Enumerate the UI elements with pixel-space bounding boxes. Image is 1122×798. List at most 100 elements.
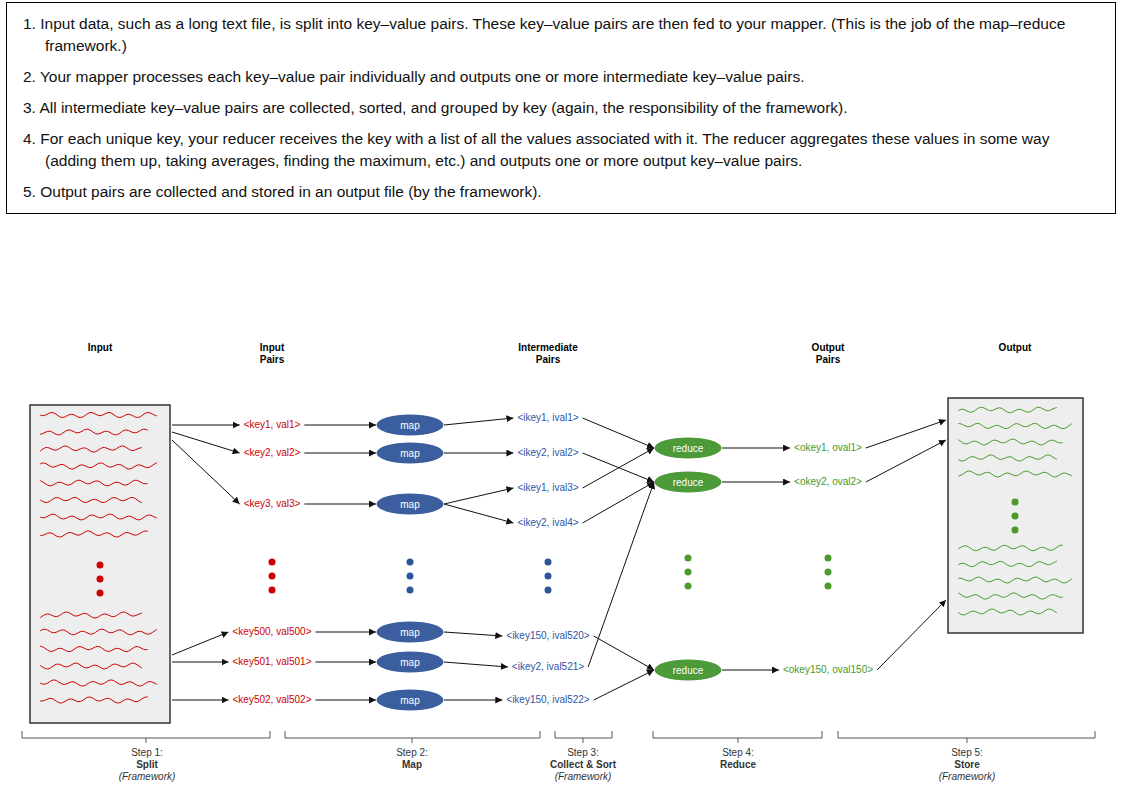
text-line <box>958 423 1072 428</box>
key-value-pair: <ikey2, ival4> <box>516 517 579 529</box>
ellipsis-dots <box>407 559 552 594</box>
dot <box>825 583 832 590</box>
ellipse-shape <box>655 472 722 493</box>
shape-label: reduce <box>673 477 704 488</box>
text-line <box>40 697 148 703</box>
column-header: Input <box>87 342 113 354</box>
reduce-ellipse: reduce <box>654 471 722 493</box>
bracket <box>285 731 540 743</box>
shape-label: map <box>400 499 419 510</box>
column-header: Intermediate Pairs <box>511 342 585 366</box>
flow-arrow <box>444 418 513 425</box>
text-line <box>40 629 157 635</box>
column-header: Output Pairs <box>804 342 852 366</box>
key-value-pair: <ikey1, ival1> <box>516 412 579 424</box>
text-line <box>40 446 142 452</box>
dot <box>97 576 104 583</box>
step-description: 1. Input data, such as a long text file,… <box>23 13 1099 57</box>
dot <box>685 555 692 562</box>
step-owner: (Framework) <box>554 771 613 783</box>
flow-arrow <box>315 632 376 633</box>
dot <box>407 559 414 566</box>
step-number: Step 5: <box>950 747 984 759</box>
text-line <box>40 413 157 418</box>
dot <box>545 587 552 594</box>
step-description: 4. For each unique key, your reducer rec… <box>23 128 1099 172</box>
text-line <box>40 531 148 537</box>
dot <box>825 555 832 562</box>
dot <box>685 569 692 576</box>
flow-arrow <box>444 488 513 504</box>
ellipse-shape <box>377 415 444 436</box>
flow-arrow <box>304 453 376 454</box>
text-line <box>40 612 142 618</box>
key-value-pair: <ikey150, ival522> <box>505 694 590 706</box>
dot <box>269 587 276 594</box>
flow-arrow <box>866 440 946 482</box>
dot <box>97 562 104 569</box>
flow-arrow <box>444 504 513 523</box>
dot <box>545 559 552 566</box>
ellipse-shape <box>377 690 444 711</box>
step-name: Store <box>953 759 981 771</box>
key-value-pair: <ikey2, ival521> <box>511 661 585 673</box>
steps-box: 1. Input data, such as a long text file,… <box>6 2 1116 214</box>
dot <box>407 573 414 580</box>
step-number: Step 2: <box>395 747 429 759</box>
flow-arrow <box>444 662 508 667</box>
flow-arrow <box>722 670 779 671</box>
text-line <box>40 680 157 686</box>
ellipse-shape <box>377 494 444 515</box>
reduce-ellipse: reduce <box>654 437 722 459</box>
map-ellipse: map <box>376 621 444 643</box>
flow-arrow <box>172 632 229 655</box>
key-value-pair: <ikey150, ival520> <box>505 630 590 642</box>
flow-arrow <box>722 448 790 449</box>
map-ellipse: map <box>376 689 444 711</box>
ellipse-shape <box>655 438 722 459</box>
ellipse-shape <box>377 622 444 643</box>
text-line <box>958 577 1072 583</box>
text-line <box>958 561 1057 567</box>
output-file <box>948 398 1083 633</box>
flow-arrow <box>444 453 513 454</box>
step-number: Step 4: <box>721 747 755 759</box>
text-line <box>958 609 1057 615</box>
flow-arrow <box>594 670 654 700</box>
column-header: Input Pairs <box>251 342 293 366</box>
flow-arrow <box>315 700 376 701</box>
flow-arrow <box>172 440 240 504</box>
flow-arrow <box>583 418 654 448</box>
ellipse-shape <box>377 443 444 464</box>
dot <box>1012 499 1019 506</box>
shape-label: map <box>400 420 419 431</box>
flow-arrow <box>877 600 946 670</box>
key-value-pair: <ikey2, ival2> <box>516 447 579 459</box>
flow-arrow <box>722 482 790 483</box>
shape-label: map <box>400 657 419 668</box>
text-line <box>40 646 148 651</box>
step-number: Step 3: <box>566 747 600 759</box>
bracket <box>22 731 270 743</box>
shape-label: map <box>400 695 419 706</box>
text-line <box>958 455 1057 461</box>
key-value-pair: <key3, val3> <box>243 498 302 510</box>
step-description: 2. Your mapper processes each key–value … <box>23 66 1099 88</box>
bracket <box>838 731 1095 743</box>
shape-label: reduce <box>673 665 704 676</box>
shape-label: map <box>400 627 419 638</box>
text-line <box>40 463 157 469</box>
step-owner: (Framework) <box>938 771 997 783</box>
text-line <box>958 593 1063 599</box>
flow-arrow <box>594 636 654 670</box>
flow-arrow <box>588 482 654 667</box>
bracket <box>653 731 822 743</box>
key-value-pair: <key502, val502> <box>232 694 313 706</box>
key-value-pair: <key2, val2> <box>243 447 302 459</box>
flow-arrow <box>444 700 502 701</box>
step-description: 5. Output pairs are collected and stored… <box>23 181 1099 203</box>
text-line <box>958 471 1072 477</box>
flow-arrow <box>866 420 946 448</box>
flow-arrow <box>444 632 502 636</box>
